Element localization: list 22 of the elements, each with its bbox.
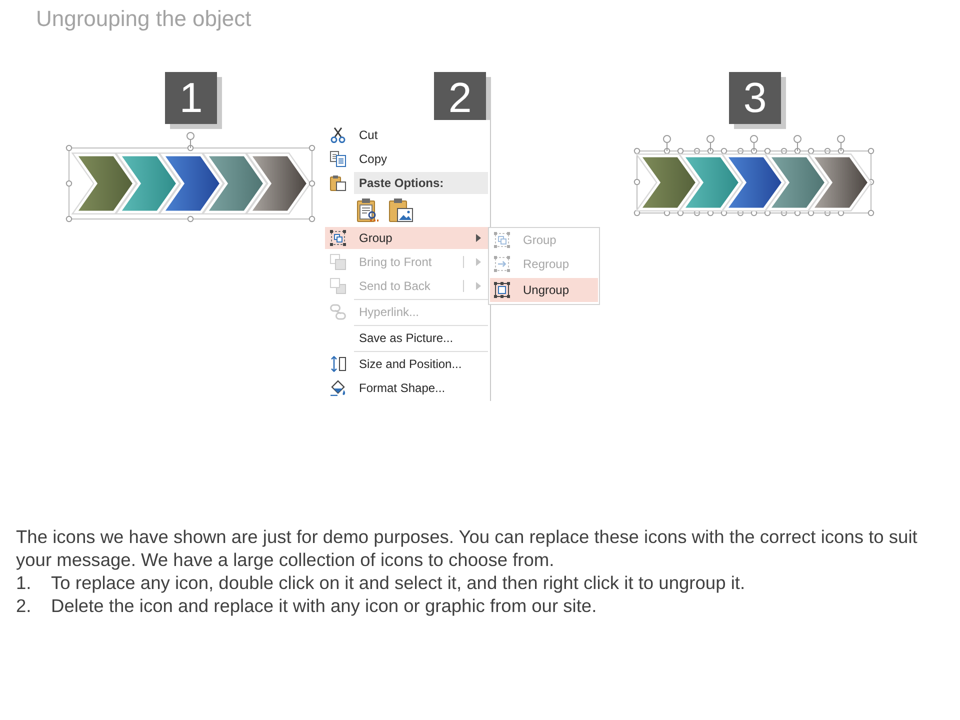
list-item-text: Delete the icon and replace it with any icon or graphic from our site. <box>51 594 597 617</box>
slide-title: Ungrouping the object <box>36 5 252 33</box>
menu-item: Cut <box>330 124 378 146</box>
menu-item: Regroup <box>494 253 570 275</box>
menu-item: Hyperlink... <box>330 301 420 323</box>
menu-item: Copy <box>330 148 388 170</box>
menu-item: Group <box>325 227 488 249</box>
body-paragraph: The icons we have shown are just for demo purposes. You can replace these icons with the correct icons to suit your message. We have a large collection of icons to choose from. <box>16 525 918 571</box>
menu-item: Size and Position... <box>330 353 462 375</box>
list-number: 2. <box>16 594 32 617</box>
menu-item: Ungroup <box>490 278 598 302</box>
step-number-badge: 3 <box>729 72 786 129</box>
step-number-badge: 1 <box>165 72 222 129</box>
submenu <box>488 227 600 305</box>
menu-item: Group <box>494 229 556 251</box>
list-number: 1. <box>16 571 32 594</box>
menu-item: Save as Picture... <box>359 330 454 347</box>
menu-item: Format Shape... <box>330 377 446 399</box>
list-item-text: To replace any icon, double click on it and select it, and then right click it to ungroup it. <box>51 571 746 594</box>
menu-section-header: Paste Options: <box>354 172 488 194</box>
menu-item: Bring to Front <box>330 251 481 273</box>
menu-item: Send to Back <box>330 275 481 297</box>
